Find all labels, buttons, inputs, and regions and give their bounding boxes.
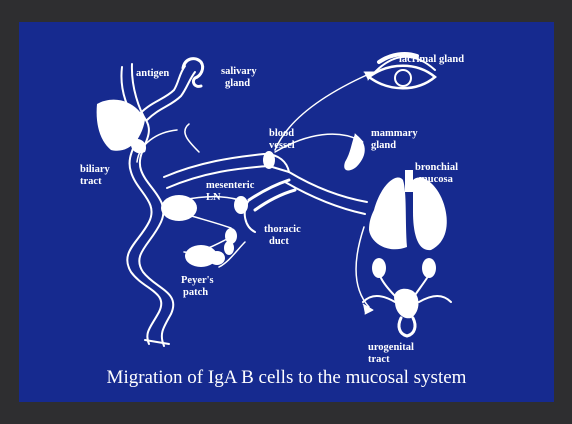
- label-mammary: mammary: [371, 128, 418, 139]
- label-biliary-tract: tract: [80, 176, 102, 187]
- label-urogenital-tract: tract: [368, 354, 390, 365]
- mammary-gland-shape: [344, 134, 365, 171]
- label-lacrimal-gland: lacrimal gland: [399, 54, 464, 65]
- slide-caption: Migration of IgA B cells to the mucosal …: [19, 367, 554, 389]
- label-thoracic: thoracic: [264, 224, 301, 235]
- kidney-right: [422, 258, 436, 278]
- circulation-arrows: [137, 72, 374, 314]
- uterine-tube-left: [363, 296, 395, 302]
- label-salivary-gland: gland: [225, 78, 250, 89]
- migration-diagram: antigen salivary gland lacrimal gland bi…: [19, 22, 554, 402]
- kidney-left: [372, 258, 386, 278]
- peyers-patch-node: [209, 251, 225, 265]
- label-salivary: salivary: [221, 66, 257, 77]
- label-bronchial: bronchial: [415, 162, 458, 173]
- slide: antigen salivary gland lacrimal gland bi…: [19, 22, 554, 402]
- salivary-gland: [183, 59, 203, 87]
- label-antigen: antigen: [136, 68, 169, 79]
- label-thoracic-duct: duct: [269, 236, 289, 247]
- label-biliary: biliary: [80, 164, 111, 175]
- label-peyers: Peyer's: [181, 275, 214, 286]
- label-urogenital: urogenital: [368, 342, 414, 353]
- ln-node-small: [234, 196, 248, 214]
- label-mammary-gland: gland: [371, 140, 396, 151]
- label-bronchial-mucosa: mucosa: [419, 174, 454, 185]
- trachea-shape: [405, 170, 413, 192]
- label-ln: LN: [206, 192, 221, 203]
- ureter-right: [413, 278, 427, 298]
- label-peyers-patch: patch: [183, 287, 208, 298]
- ureter-left: [381, 278, 397, 298]
- lung-right: [413, 178, 447, 251]
- mesenteric-ln-node: [161, 195, 197, 221]
- uterine-tube-right: [419, 296, 451, 302]
- urogenital-tract-shape: [399, 318, 415, 336]
- label-blood-vessel: vessel: [269, 140, 295, 151]
- bladder-shape: [394, 289, 418, 319]
- label-blood: blood: [269, 128, 294, 139]
- lung-left: [369, 178, 407, 250]
- label-mesenteric: mesenteric: [206, 180, 255, 191]
- ln-node-small: [224, 241, 234, 255]
